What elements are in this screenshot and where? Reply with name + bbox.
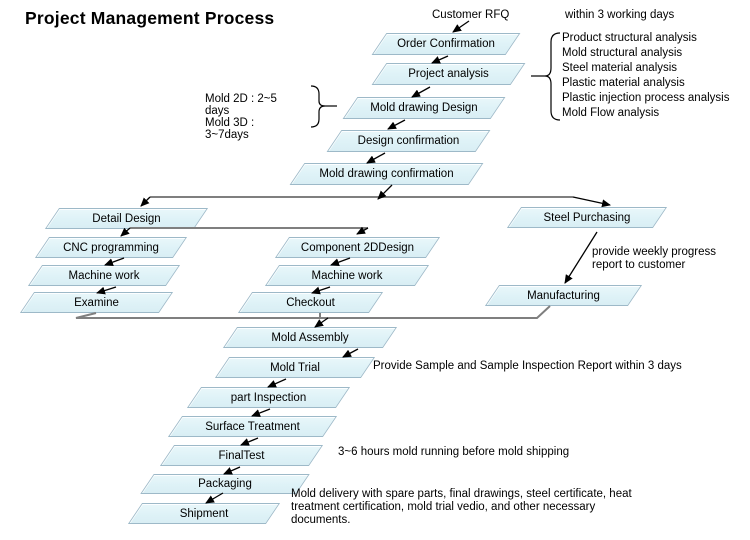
analysis-item: Product structural analysis: [562, 32, 697, 44]
analysis-item: Mold structural analysis: [562, 47, 683, 59]
analysis-list: Product structural analysis Mold structu…: [562, 31, 729, 121]
node-final-test: FinalTest: [159, 445, 324, 466]
arrow-packaging-to-shipment: [205, 492, 224, 504]
node-cnc-programming: CNC programming: [34, 237, 188, 258]
arrow-surface-to-finaltest: [240, 437, 259, 446]
arrow-rfq-to-order: [452, 20, 470, 33]
node-packaging: Packaging: [140, 474, 310, 494]
arrow-to-steel-purchasing: [572, 196, 611, 208]
node-component-2d-design: Component 2DDesign: [274, 237, 441, 258]
node-manufacturing: Manufacturing: [484, 285, 643, 306]
arrow-project-to-design: [411, 86, 431, 98]
node-mold-drawing-confirmation: Mold drawing confirmation: [289, 163, 484, 185]
arrow-to-mold-assembly: [314, 317, 329, 328]
sample-report-note: Provide Sample and Sample Inspection Rep…: [373, 360, 682, 372]
label-customer-rfq: Customer RFQ: [432, 9, 510, 21]
arrow-to-detail-design: [140, 196, 151, 207]
arrow-assembly-to-trial: [342, 348, 359, 358]
node-machine-work-mid: Machine work: [264, 265, 430, 286]
node-project-analysis: Project analysis: [371, 63, 526, 85]
mold-days-note: Mold 2D : 2~5 days Mold 3D : 3~7days: [205, 93, 277, 141]
weekly-progress-note: provide weekly progress report to custom…: [592, 246, 717, 271]
node-checkout: Checkout: [237, 292, 384, 313]
analysis-item: Plastic material analysis: [562, 77, 685, 89]
arrow-cnc-to-machine: [104, 257, 125, 266]
node-machine-work-left: Machine work: [27, 265, 181, 286]
analysis-item: Steel material analysis: [562, 62, 678, 74]
node-part-inspection: part Inspection: [186, 387, 351, 408]
analysis-item: Plastic injection process analysis: [562, 92, 730, 104]
delivery-note: Mold delivery with spare parts, final dr…: [291, 488, 632, 526]
arrow-confirm-to-drawing-confirm: [366, 152, 386, 164]
node-mold-trial: Mold Trial: [214, 357, 376, 378]
arrow-trial-to-inspection: [267, 378, 287, 388]
label-within-days: within 3 working days: [565, 9, 675, 21]
arrow-component-to-machine: [330, 257, 351, 266]
node-mold-drawing-design: Mold drawing Design: [342, 97, 506, 119]
node-examine: Examine: [19, 292, 174, 313]
mold-running-note: 3~6 hours mold running before mold shipp…: [338, 446, 570, 458]
arrow-to-component: [356, 226, 369, 235]
brace-analysis-list: [544, 32, 561, 121]
arrow-to-branch-line: [377, 184, 393, 200]
node-shipment: Shipment: [127, 503, 281, 524]
analysis-item: Mold Flow analysis: [562, 107, 660, 119]
node-mold-assembly: Mold Assembly: [222, 327, 398, 348]
arrow-inspection-to-surface: [251, 408, 271, 417]
arrow-design-to-confirm: [387, 119, 406, 130]
node-steel-purchasing: Steel Purchasing: [506, 207, 668, 228]
arrow-finaltest-to-packaging: [223, 466, 241, 475]
brace-mold-days: [310, 85, 326, 128]
page-title: Project Management Process: [25, 8, 275, 28]
node-surface-treatment: Surface Treatment: [167, 416, 338, 437]
node-order-confirmation: Order Confirmation: [371, 33, 521, 55]
node-detail-design: Detail Design: [44, 208, 209, 229]
arrow-order-to-project: [431, 55, 449, 64]
node-design-confirmation: Design confirmation: [326, 130, 491, 152]
arrow-to-cnc: [120, 227, 131, 237]
